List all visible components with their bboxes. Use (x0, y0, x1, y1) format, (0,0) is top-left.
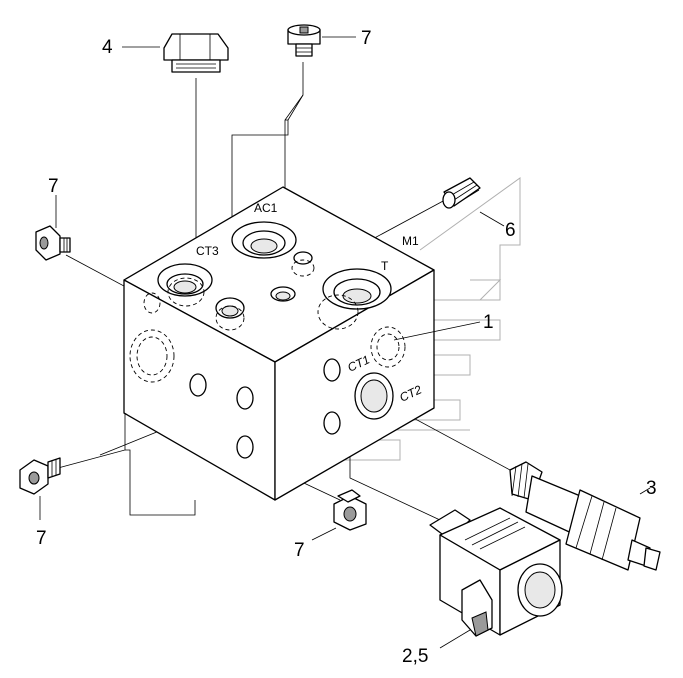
plug-part-7-bottom-left (19, 457, 61, 495)
port-label-t: T (381, 259, 389, 273)
port-center (270, 286, 296, 302)
port-ac1 (231, 221, 297, 259)
callout-4: 4 (102, 37, 113, 58)
callout-leaders (39, 36, 651, 649)
plug-part-7-left-top (35, 225, 71, 261)
solenoid-part-2-5 (429, 507, 563, 637)
port-m1 (291, 251, 315, 277)
valve-part-3 (509, 461, 661, 571)
port-label-ac1: AC1 (254, 201, 278, 215)
plug-part-4 (163, 33, 229, 73)
callout-6: 6 (505, 220, 516, 241)
port-side-small (215, 297, 245, 331)
manifold-block (123, 186, 435, 501)
port-label-ct3: CT3 (196, 244, 219, 258)
plug-part-7-top (287, 24, 321, 57)
plug-part-7-bottom-mid (333, 489, 367, 531)
callout-7-bottom-mid: 7 (294, 540, 305, 561)
right-face-holes (323, 326, 406, 435)
port-label-m1: M1 (402, 234, 419, 248)
callout-7-bottom-left: 7 (36, 528, 47, 549)
plug-part-6 (442, 177, 481, 209)
callout-2-5: 2,5 (402, 646, 428, 667)
port-t (317, 268, 392, 330)
left-face-holes (129, 292, 254, 459)
port-ct3 (157, 263, 213, 307)
callout-7-top: 7 (361, 28, 372, 49)
callout-3: 3 (646, 478, 657, 499)
callout-7-left-top: 7 (48, 176, 59, 197)
callout-1: 1 (483, 312, 494, 333)
